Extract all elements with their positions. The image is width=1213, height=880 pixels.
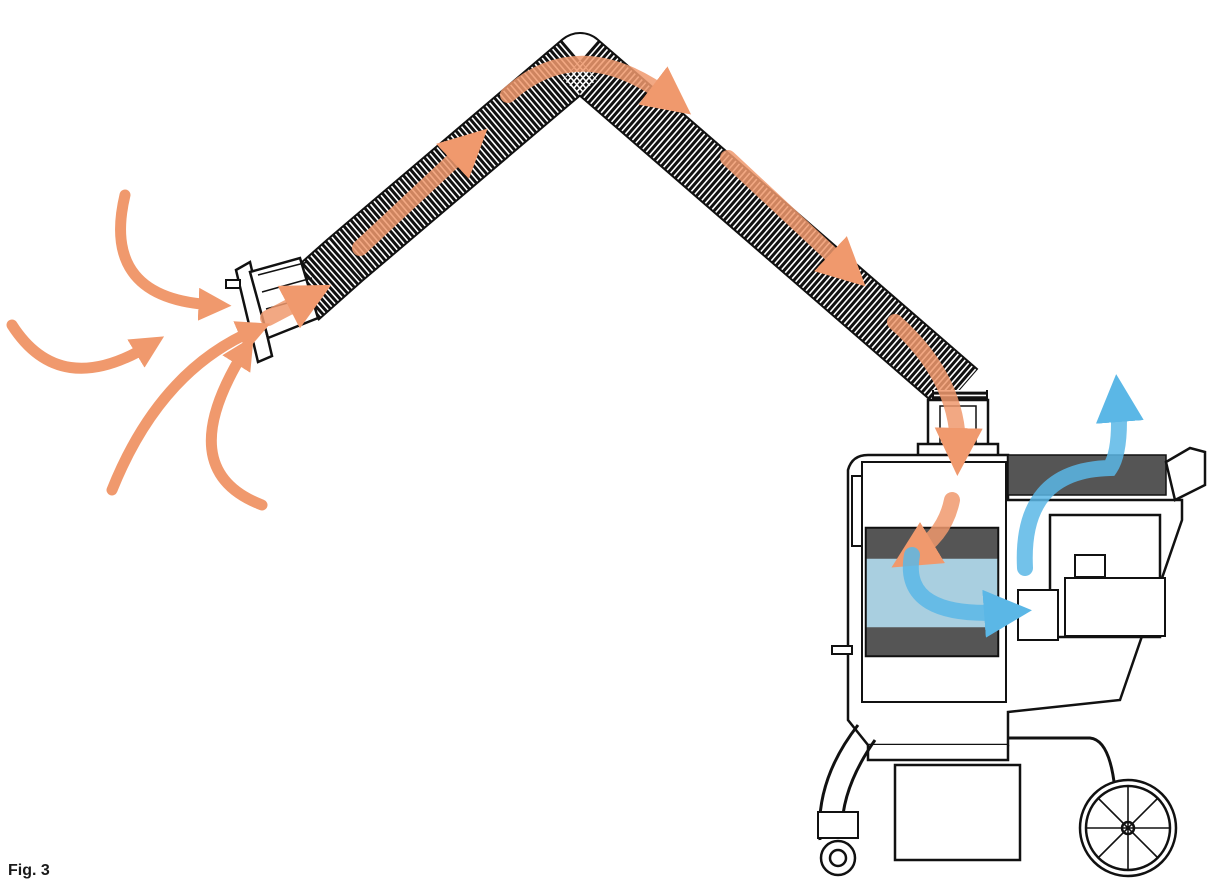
filtered-arrow	[902, 547, 1032, 638]
hose-arrow-1	[260, 284, 332, 329]
extractor-unit	[817, 398, 1207, 862]
hose-arrow-4	[720, 150, 866, 287]
exhaust-arrow	[1016, 374, 1144, 576]
intake-arrow-1	[115, 189, 232, 321]
figure-caption: Fig. 3	[8, 862, 50, 879]
intake-airflow	[6, 189, 271, 511]
dust-container	[893, 763, 1022, 862]
intake-arrow-2	[6, 319, 165, 374]
exhaust-airflow	[902, 374, 1144, 638]
hose-arrow-2	[352, 128, 488, 256]
intake-arrow-4	[205, 336, 268, 511]
extraction-arm	[281, 32, 988, 412]
front-caster-icon	[819, 839, 857, 877]
hose-arrow-3	[500, 55, 692, 115]
rear-wheel-icon	[1078, 778, 1178, 878]
hose-arrow-5	[887, 314, 983, 476]
